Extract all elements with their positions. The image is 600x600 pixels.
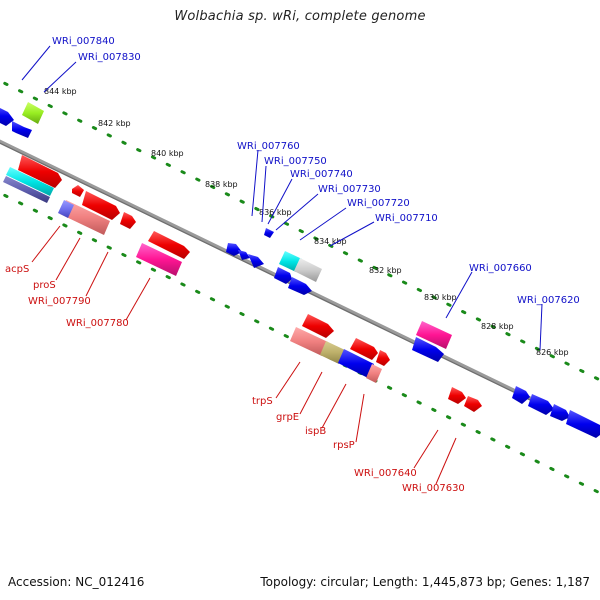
gene-reverse[interactable]	[376, 350, 390, 366]
gene-label-reverse[interactable]: WRi_007640	[354, 468, 417, 479]
gene-reverse[interactable]	[320, 341, 345, 364]
gene-label-forward[interactable]: WRi_007730	[318, 184, 381, 195]
gene-reverse[interactable]	[148, 231, 190, 259]
gene-reverse[interactable]	[3, 176, 50, 203]
tick-label: 842 kbp	[98, 119, 131, 128]
gene-reverse[interactable]	[136, 243, 182, 276]
gene-forward[interactable]	[248, 254, 264, 268]
gene-label-forward[interactable]: WRi_007840	[52, 36, 115, 47]
gene-label-forward[interactable]: WRi_007710	[375, 213, 438, 224]
forward-leader-lines	[21, 45, 543, 351]
gene-reverse[interactable]	[366, 364, 382, 383]
tick-label: 840 kbp	[151, 149, 184, 158]
gene-forward[interactable]	[512, 386, 530, 404]
gene-forward[interactable]	[22, 102, 44, 124]
gene-label-reverse[interactable]: WRi_007790	[28, 296, 91, 307]
gene-label-forward[interactable]: WRi_007750	[264, 156, 327, 167]
gene-reverse[interactable]	[72, 185, 84, 197]
gene-forward[interactable]	[0, 106, 14, 126]
gene-label-reverse[interactable]: proS	[33, 280, 56, 291]
gene-label-reverse[interactable]: trpS	[252, 396, 273, 407]
gene-forward[interactable]	[288, 277, 312, 295]
gene-glyphs	[0, 102, 600, 438]
gene-label-reverse[interactable]: ispB	[305, 426, 326, 437]
map-title: Wolbachia sp. wRi, complete genome	[174, 9, 426, 24]
gene-reverse[interactable]	[58, 200, 74, 218]
tick-label: 828 kbp	[481, 322, 514, 331]
scale-track-reverse	[0, 191, 600, 495]
scale-ticks: 844 kbp 842 kbp 840 kbp 838 kbp 836 kbp …	[44, 87, 569, 357]
gene-label-reverse[interactable]: grpE	[276, 412, 299, 423]
gene-label-forward[interactable]: WRi_007760	[237, 141, 300, 152]
gene-reverse[interactable]	[60, 200, 110, 235]
topology-text: Topology: circular; Length: 1,445,873 bp…	[260, 575, 590, 589]
gene-label-reverse[interactable]: rpsP	[333, 440, 355, 451]
tick-label: 834 kbp	[314, 237, 347, 246]
tick-label: 830 kbp	[424, 293, 457, 302]
gene-label-forward[interactable]: WRi_007720	[347, 198, 410, 209]
forward-gene-labels: WRi_007840 WRi_007830 WRi_007760 WRi_007…	[52, 36, 580, 306]
tick-label: 826 kbp	[536, 348, 569, 357]
gene-forward[interactable]	[12, 121, 32, 138]
gene-reverse[interactable]	[350, 338, 378, 360]
gene-forward[interactable]	[412, 337, 444, 362]
gene-forward[interactable]	[416, 321, 452, 349]
gene-forward[interactable]	[528, 394, 554, 415]
tick-label: 832 kbp	[369, 266, 402, 275]
gene-forward[interactable]	[550, 404, 570, 421]
gene-label-reverse[interactable]: WRi_007630	[402, 483, 465, 494]
gene-label-reverse[interactable]: acpS	[5, 264, 29, 275]
gene-label-forward[interactable]: WRi_007740	[290, 169, 353, 180]
gene-reverse[interactable]	[82, 191, 120, 220]
gene-reverse[interactable]	[120, 212, 136, 229]
gene-forward[interactable]	[226, 243, 242, 256]
gene-reverse[interactable]	[18, 155, 62, 188]
gene-label-forward[interactable]: WRi_007620	[517, 295, 580, 306]
gene-forward[interactable]	[238, 250, 250, 260]
tick-label: 844 kbp	[44, 87, 77, 96]
gene-reverse[interactable]	[448, 387, 466, 404]
gene-forward[interactable]	[294, 258, 322, 282]
gene-reverse[interactable]	[338, 349, 374, 378]
gene-reverse[interactable]	[302, 314, 334, 338]
scale-track-forward	[0, 79, 600, 382]
tick-label: 836 kbp	[259, 208, 292, 217]
tick-label: 838 kbp	[205, 180, 238, 189]
gene-label-forward[interactable]: WRi_007660	[469, 263, 532, 274]
reverse-leader-lines	[31, 225, 457, 485]
gene-forward[interactable]	[274, 267, 292, 284]
gene-reverse[interactable]	[6, 167, 54, 196]
gene-label-reverse[interactable]: WRi_007780	[66, 318, 129, 329]
gene-reverse[interactable]	[290, 327, 328, 356]
gene-forward[interactable]	[264, 228, 274, 238]
gene-forward[interactable]	[566, 410, 600, 438]
gene-label-forward[interactable]: WRi_007830	[78, 52, 141, 63]
reverse-gene-labels: acpS proS WRi_007790 WRi_007780 trpS grp…	[5, 264, 465, 494]
gene-reverse[interactable]	[464, 396, 482, 412]
accession-text: Accession: NC_012416	[8, 575, 145, 589]
